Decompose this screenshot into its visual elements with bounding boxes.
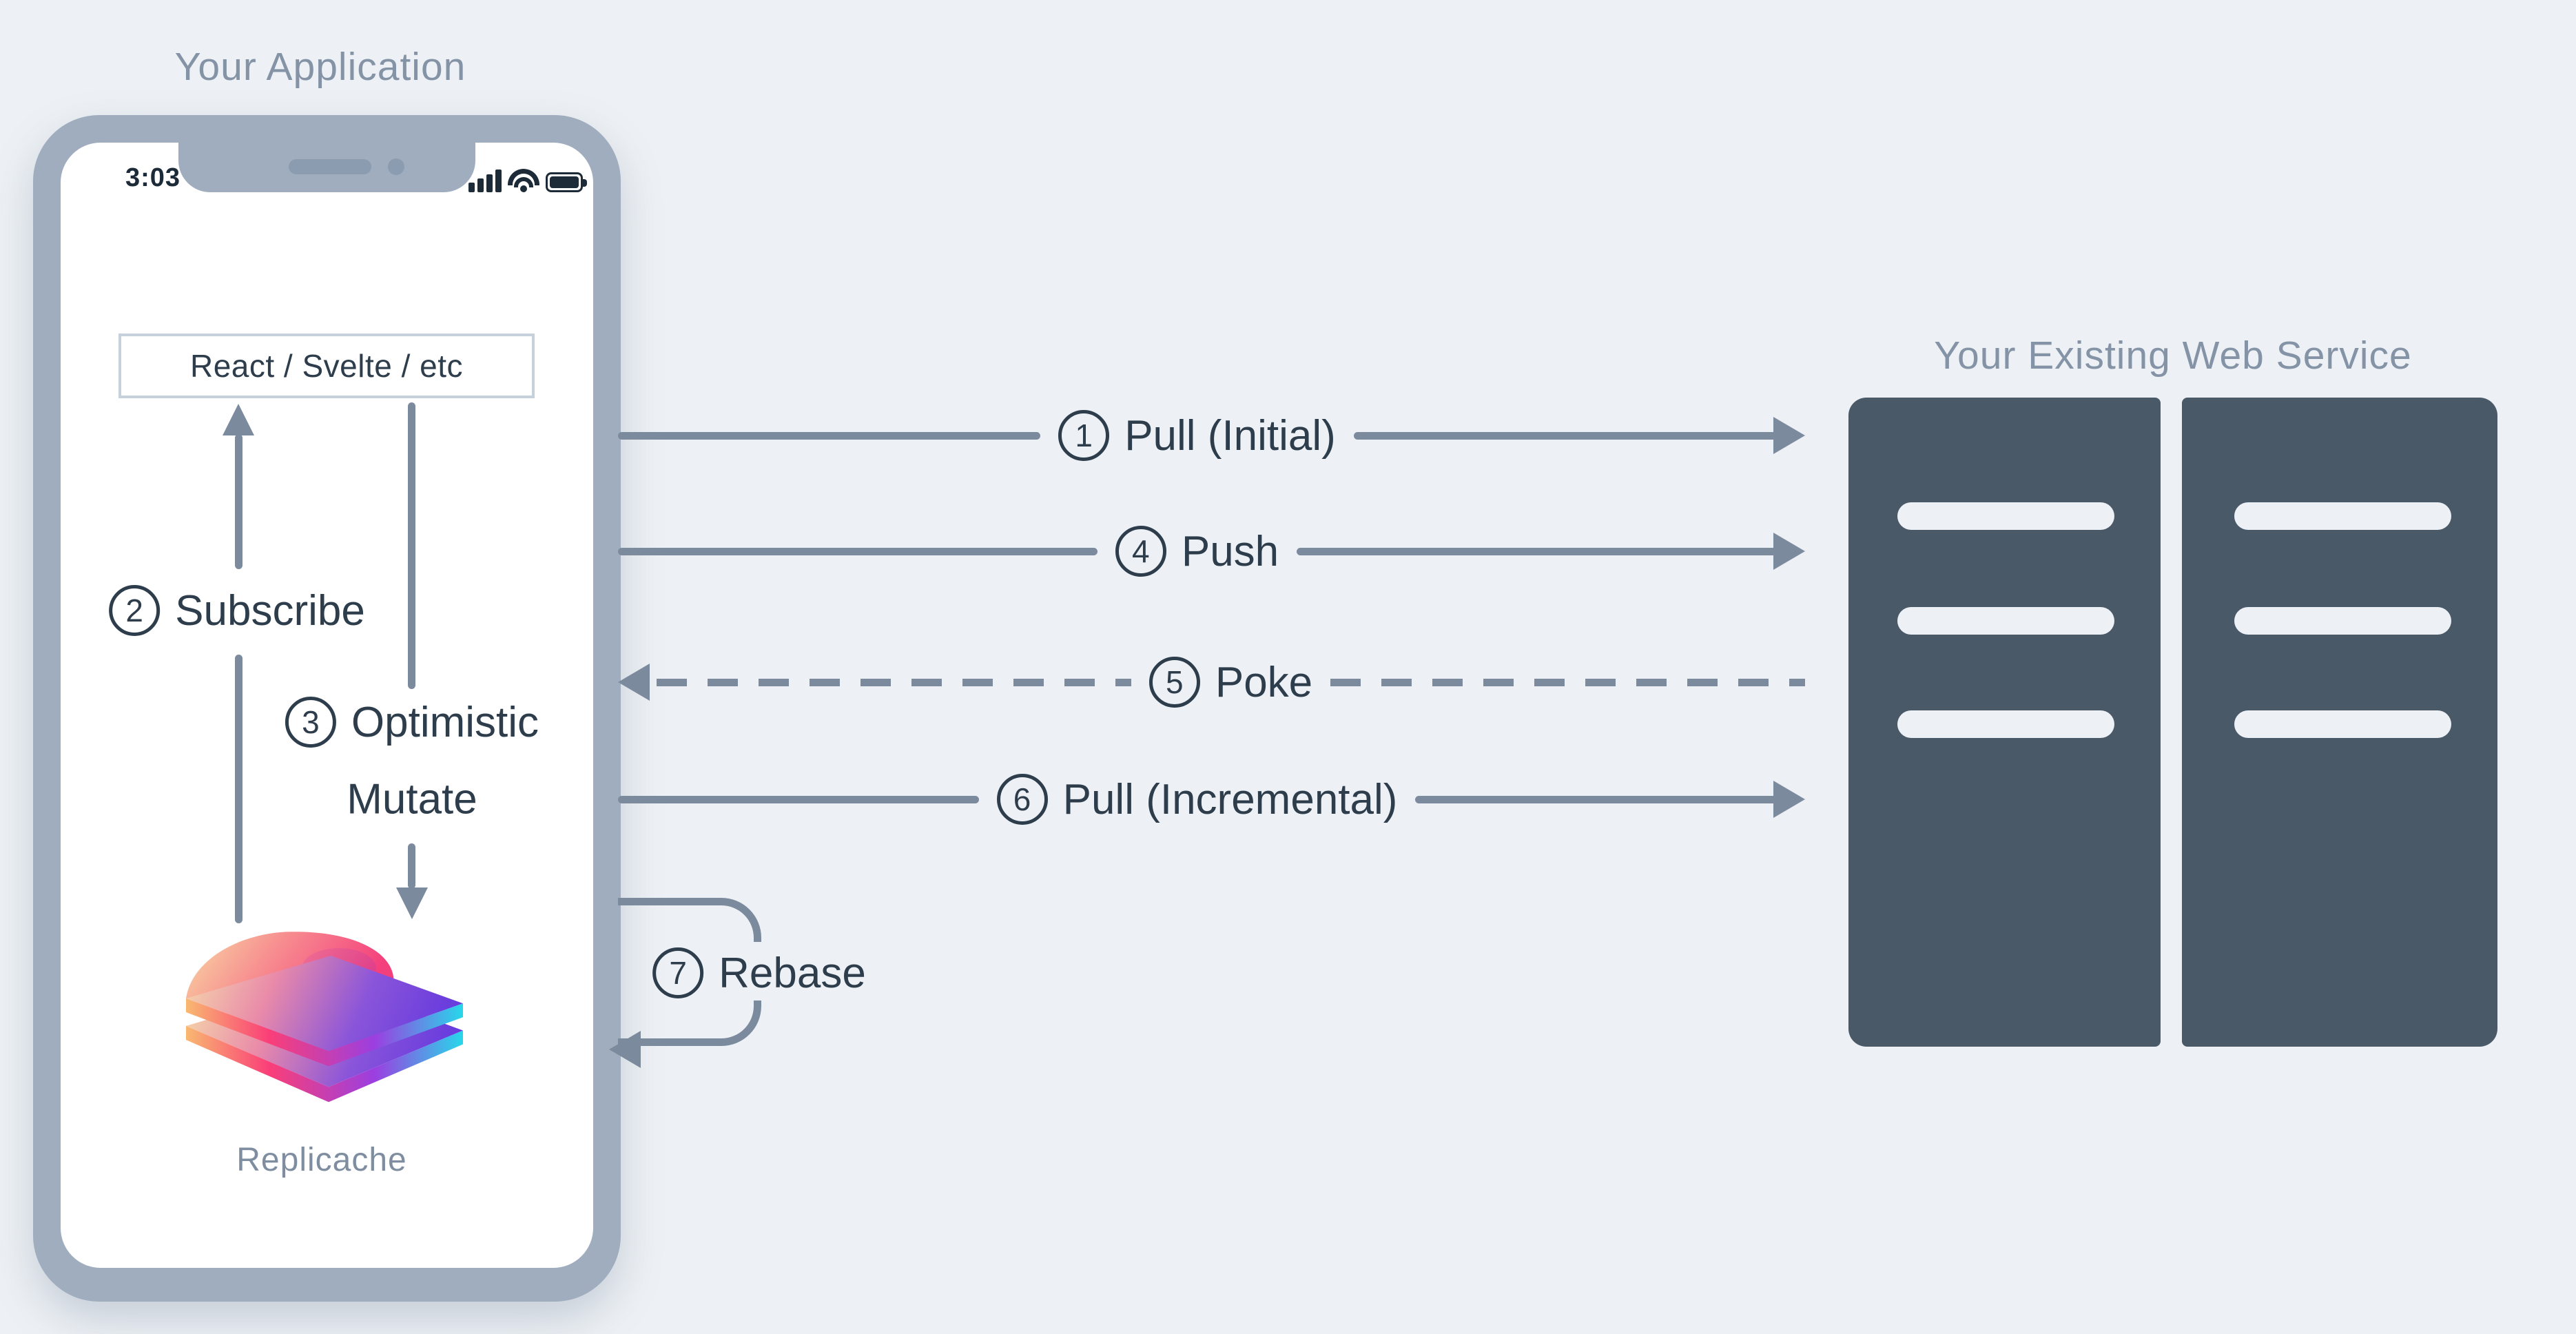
step-number-1: 1 — [1058, 410, 1110, 461]
step-number-3: 3 — [285, 697, 336, 748]
step-number-6: 6 — [996, 774, 1048, 825]
step-number-5: 5 — [1148, 657, 1200, 708]
status-icons — [468, 167, 587, 192]
subscribe-line-upper — [235, 434, 243, 569]
rebase-arrowhead-left-icon — [609, 1031, 641, 1068]
flow-line — [618, 547, 1098, 555]
step-number-4: 4 — [1115, 526, 1166, 577]
subscribe-arrowhead-up-icon — [223, 404, 254, 435]
flow-line — [1353, 431, 1777, 440]
rebase-label: 7 Rebase — [652, 947, 866, 998]
server-slot — [1897, 710, 2114, 738]
flow-label: 5 Poke — [1148, 657, 1313, 708]
wifi-icon — [508, 169, 539, 192]
server-tower-left — [1848, 398, 2161, 1047]
flow-poke: 5 Poke — [618, 641, 1806, 724]
subscribe-label: 2 Subscribe — [109, 585, 365, 636]
web-service-title: Your Existing Web Service — [1934, 334, 2412, 378]
arrowhead-right-icon — [1773, 533, 1806, 570]
server-slot — [1897, 607, 2114, 635]
server-slot — [2234, 502, 2451, 530]
step-number-7: 7 — [652, 947, 704, 998]
mutate-label-text: Mutate — [347, 775, 477, 823]
flow-label-text: Poke — [1215, 658, 1313, 706]
arrowhead-right-icon — [1773, 781, 1806, 818]
subscribe-line-lower — [235, 655, 243, 923]
flow-pull-initial: 1 Pull (Initial) — [618, 394, 1806, 477]
flow-pull-incremental: 6 Pull (Incremental) — [618, 758, 1806, 841]
server-slot — [2234, 607, 2451, 635]
flow-label-text: Push — [1181, 527, 1279, 575]
signal-bars-icon — [468, 170, 502, 192]
flow-label: 6 Pull (Incremental) — [996, 774, 1398, 825]
server-slot — [1897, 502, 2114, 530]
speaker-icon — [289, 159, 371, 174]
rebase-label-text: Rebase — [719, 949, 866, 997]
rebase-loop-top — [618, 898, 761, 942]
optimistic-mutate-label-line2: Mutate — [347, 775, 477, 824]
flow-label-text: Pull (Initial) — [1124, 411, 1336, 460]
status-bar-time: 3:03 — [125, 163, 181, 192]
camera-icon — [388, 158, 404, 175]
flow-line — [1415, 795, 1777, 803]
flow-line — [618, 795, 979, 803]
step-number-2: 2 — [109, 585, 161, 636]
optimistic-mutate-label-line1: 3 Optimistic — [285, 697, 539, 748]
flow-line-dashed — [657, 678, 1131, 686]
subscribe-label-text: Subscribe — [175, 586, 365, 635]
flow-line — [618, 431, 1041, 440]
flow-label: 1 Pull (Initial) — [1058, 410, 1336, 461]
arrowhead-left-icon — [618, 664, 650, 701]
flow-push: 4 Push — [618, 510, 1806, 593]
mutate-line-lower — [408, 843, 415, 889]
flow-line — [1297, 547, 1777, 555]
flow-label-text: Pull (Incremental) — [1062, 775, 1398, 823]
phone-notch — [178, 143, 475, 192]
framework-box: React / Svelte / etc — [119, 334, 535, 398]
replicache-logo-icon — [186, 932, 463, 1102]
mutate-line-upper — [408, 402, 415, 689]
optimistic-label-text: Optimistic — [351, 698, 539, 746]
server-tower-right — [2182, 398, 2497, 1047]
replicache-logo-label: Replicache — [236, 1142, 407, 1178]
arrowhead-right-icon — [1773, 417, 1806, 454]
flow-label: 4 Push — [1115, 526, 1279, 577]
battery-icon — [546, 172, 587, 192]
flow-line-dashed — [1330, 678, 1806, 686]
application-title: Your Application — [174, 45, 466, 89]
server-slot — [2234, 710, 2451, 738]
mutate-arrowhead-down-icon — [396, 887, 428, 919]
